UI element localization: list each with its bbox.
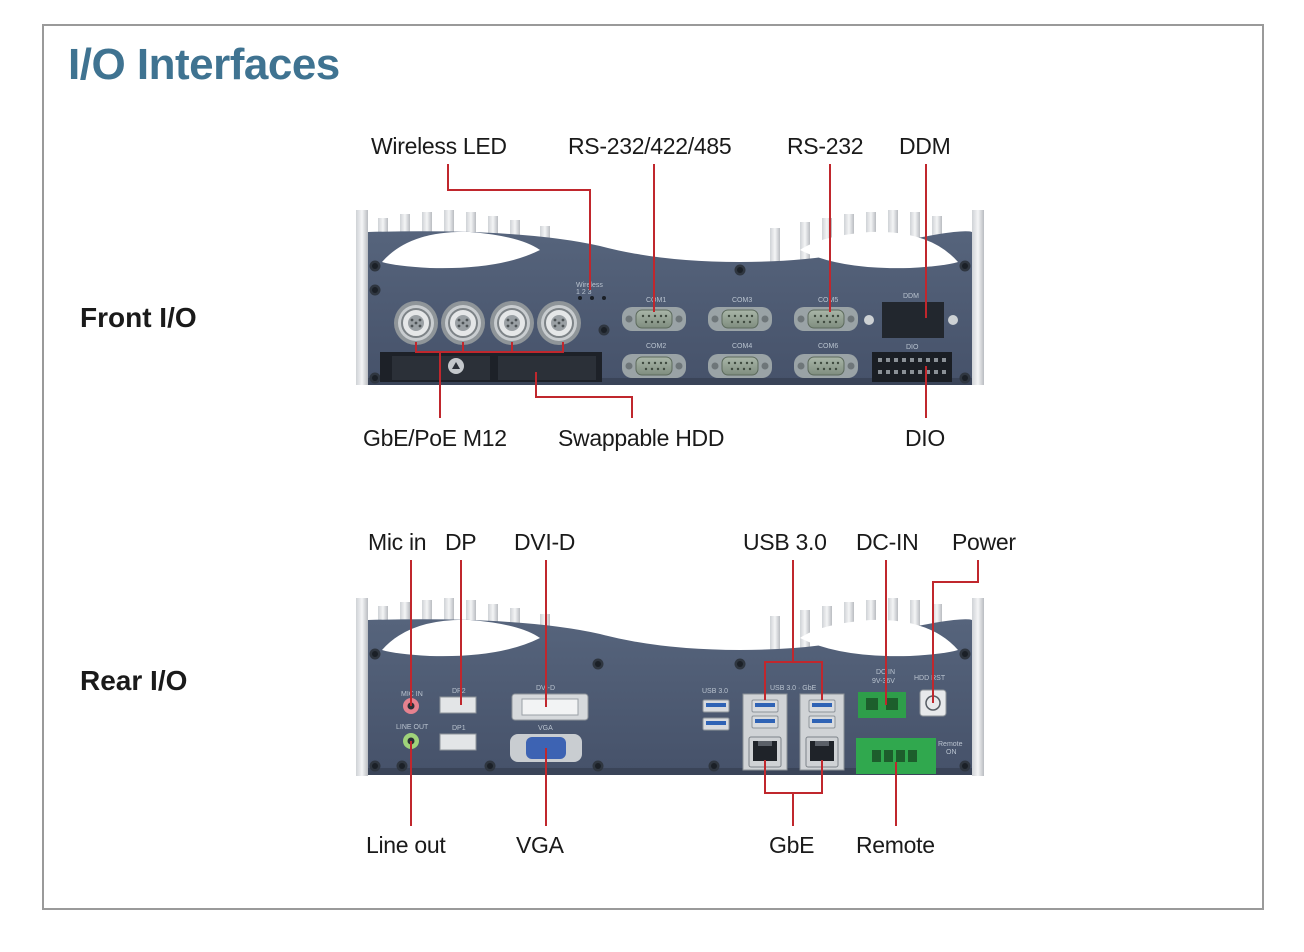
label-mic-in: Mic in xyxy=(368,529,427,555)
panel-dp2-label: DP2 xyxy=(452,688,466,695)
usb-ports-left: USB 3.0 xyxy=(702,688,730,731)
label-dio: DIO xyxy=(905,425,945,451)
front-panel: Wireless 1 2 3 COM1 COM3 COM5 COM2 COM4 … xyxy=(356,210,984,385)
panel-com1-label: COM1 xyxy=(646,297,666,304)
panel-on-label: ON xyxy=(946,749,957,756)
rear-panel: MIC IN LINE OUT DP2 DP1 DVI-D VGA USB 3.… xyxy=(356,598,984,776)
hdd-bay xyxy=(380,352,602,382)
panel-wireless-numbers: 1 2 3 xyxy=(576,289,592,296)
panel-vga-label: VGA xyxy=(538,725,553,732)
page-title: I/O Interfaces xyxy=(68,40,340,89)
panel-usb-label: USB 3.0 xyxy=(702,688,728,695)
panel-usbgbe-label: USB 3.0 · GbE xyxy=(770,685,817,692)
leader-gbe xyxy=(764,760,823,826)
label-rs232: RS-232 xyxy=(787,133,864,159)
com-ports: COM1 COM3 COM5 COM2 COM4 COM6 xyxy=(621,297,859,379)
dvi-d-connector: DVI-D xyxy=(511,685,589,721)
panel-com6-label: COM6 xyxy=(818,343,838,350)
panel-line-label: LINE OUT xyxy=(396,724,429,731)
leader-swappable-hdd xyxy=(535,372,633,418)
panel-remote-label: Remote xyxy=(938,741,963,748)
label-power: Power xyxy=(952,529,1016,555)
leader-gbe-poe xyxy=(415,342,564,418)
usb-gbe-stacks: USB 3.0 · GbE xyxy=(742,685,845,771)
label-remote: Remote xyxy=(856,832,935,858)
label-usb30: USB 3.0 xyxy=(743,529,827,555)
label-gbe: GbE xyxy=(769,832,815,858)
panel-ddm-label: DDM xyxy=(903,293,919,300)
panel-dio-label: DIO xyxy=(906,344,919,351)
label-line-out: Line out xyxy=(366,832,446,858)
label-rs232-422-485: RS-232/422/485 xyxy=(568,133,732,159)
content-frame xyxy=(42,24,1264,910)
front-io-heading: Front I/O xyxy=(80,302,197,333)
leader-power xyxy=(932,560,979,703)
rear-io-heading: Rear I/O xyxy=(80,665,188,696)
panel-hdd-rst-label: HDD RST xyxy=(914,675,946,682)
panel-com4-label: COM4 xyxy=(732,343,752,350)
displayport-connectors: DP2 DP1 xyxy=(439,688,477,751)
ddm-display: DDM xyxy=(864,293,958,338)
panel-dp1-label: DP1 xyxy=(452,725,466,732)
label-ddm: DDM xyxy=(899,133,951,159)
panel-dcv-label: 9V-36V xyxy=(872,678,895,685)
label-swappable-hdd: Swappable HDD xyxy=(558,425,725,451)
label-dp: DP xyxy=(445,529,477,555)
label-wireless-led: Wireless LED xyxy=(371,133,507,159)
panel-com5-label: COM5 xyxy=(818,297,838,304)
label-dvi-d: DVI-D xyxy=(514,529,576,555)
label-gbe-poe-m12: GbE/PoE M12 xyxy=(363,425,507,451)
leader-wireless-led xyxy=(447,164,591,290)
label-dc-in: DC-IN xyxy=(856,529,919,555)
leader-lines xyxy=(410,164,979,826)
dio-connector: DIO xyxy=(872,344,952,382)
leader-usb30 xyxy=(764,560,823,700)
label-vga: VGA xyxy=(516,832,564,858)
panel-com2-label: COM2 xyxy=(646,343,666,350)
panel-com3-label: COM3 xyxy=(732,297,752,304)
